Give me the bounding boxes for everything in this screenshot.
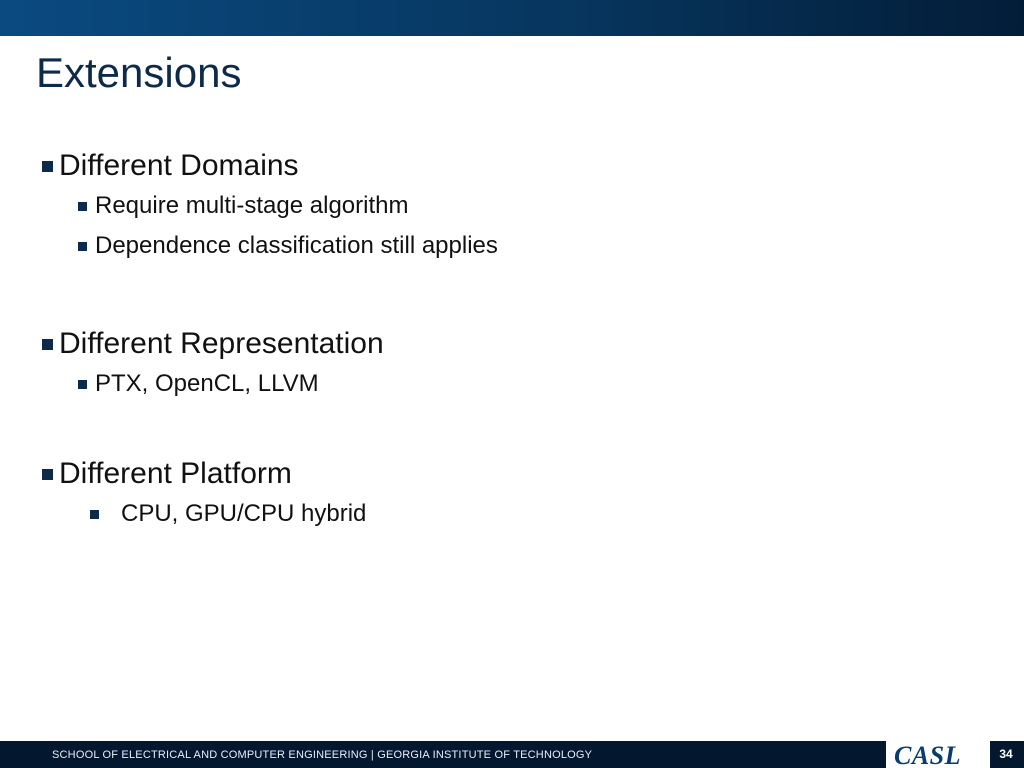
sub-bullet-multi-stage: Require multi-stage algorithm — [78, 186, 982, 226]
slide-title: Extensions — [36, 49, 242, 96]
sub-bullet-dependence: Dependence classification still applies — [78, 226, 982, 266]
sub-bullet-text: Dependence classification still applies — [95, 232, 498, 259]
bullet-text: Different Representation — [59, 327, 384, 360]
square-bullet-icon — [42, 161, 53, 172]
casl-logo: CASL — [886, 741, 990, 768]
square-bullet-icon — [42, 469, 53, 480]
bullet-text: Different Domains — [59, 149, 299, 182]
sub-bullet-text: PTX, OpenCL, LLVM — [95, 370, 319, 397]
square-bullet-icon — [78, 202, 87, 211]
bullet-different-domains: Different Domains — [42, 146, 982, 186]
sub-bullet-cpu-gpu: CPU, GPU/CPU hybrid — [90, 494, 982, 534]
square-bullet-icon — [90, 510, 99, 519]
square-bullet-icon — [42, 339, 53, 350]
sub-bullet-text: Require multi-stage algorithm — [95, 192, 409, 219]
header-bar — [0, 0, 1024, 36]
sub-bullet-ptx: PTX, OpenCL, LLVM — [78, 364, 982, 404]
bullet-text: Different Platform — [59, 457, 292, 490]
sub-bullet-text: CPU, GPU/CPU hybrid — [121, 500, 367, 527]
footer-institution: SCHOOL OF ELECTRICAL AND COMPUTER ENGINE… — [52, 749, 593, 761]
page-number: 34 — [999, 747, 1013, 761]
casl-logo-text: CASL — [894, 741, 962, 768]
bullet-different-platform: Different Platform — [42, 454, 982, 494]
square-bullet-icon — [78, 380, 87, 389]
footer-bar: SCHOOL OF ELECTRICAL AND COMPUTER ENGINE… — [0, 741, 1024, 768]
square-bullet-icon — [78, 242, 87, 251]
bullet-different-representation: Different Representation — [42, 324, 982, 364]
slide-content: Different Domains Require multi-stage al… — [42, 146, 982, 534]
